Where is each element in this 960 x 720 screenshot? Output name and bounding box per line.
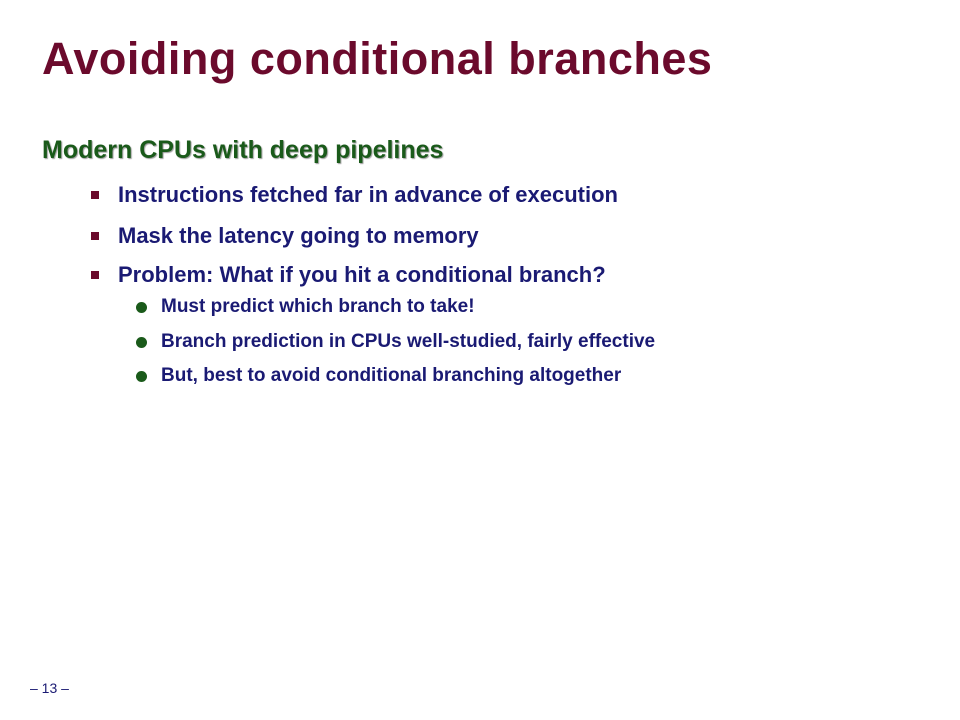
sub-bullet-text: Branch prediction in CPUs well-studied, … xyxy=(161,331,656,352)
slide-title: Avoiding conditional branches xyxy=(42,33,713,84)
bullet-text: Instructions fetched far in advance of e… xyxy=(118,182,618,207)
bullet-text: Problem: What if you hit a conditional b… xyxy=(118,262,606,287)
round-bullet-icon xyxy=(136,302,147,313)
sub-bullet-text: But, best to avoid conditional branching… xyxy=(161,365,622,386)
square-bullet-icon xyxy=(91,271,99,279)
page-number: – 13 – xyxy=(30,680,69,696)
section-heading: Modern CPUs with deep pipelines xyxy=(42,136,444,164)
round-bullet-icon xyxy=(136,337,147,348)
sub-bullet-text: Must predict which branch to take! xyxy=(161,296,475,317)
round-bullet-icon xyxy=(136,371,147,382)
square-bullet-icon xyxy=(91,191,99,199)
bullet-text: Mask the latency going to memory xyxy=(118,223,479,248)
square-bullet-icon xyxy=(91,232,99,240)
